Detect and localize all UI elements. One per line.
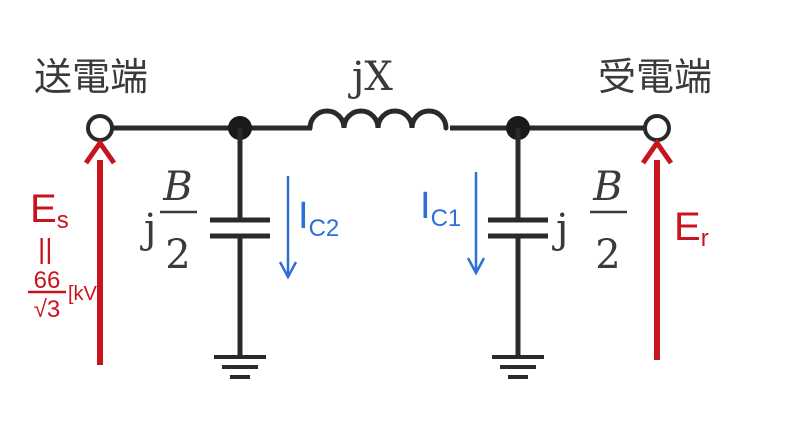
es-value-numerator: 66 [34,267,61,294]
sending-end-label: 送電端 [34,55,148,99]
sending-end-terminal [86,114,114,142]
left-capacitor-j: j [140,206,156,252]
er-label: Er [674,205,709,252]
right-capacitor-denominator: 2 [595,232,620,278]
es-voltage-arrow [83,138,117,365]
ic1-label: IC1 [420,185,461,232]
inductor-coil [307,108,449,131]
ic2-current-arrow [278,176,298,280]
inductor-label: jX [348,54,393,100]
es-label-sub: s [57,207,69,234]
ic2-label-main: I [298,195,309,237]
receiving-end-terminal [643,114,671,142]
es-value-unit: [kV] [68,283,102,305]
left-capacitor-branch [210,128,270,355]
ic1-label-sub: C1 [431,205,462,232]
er-label-sub: r [701,225,709,252]
er-voltage-arrow [640,138,674,360]
left-ground-icon [214,355,266,379]
right-capacitor-numerator: B [592,164,622,210]
receiving-end-label: 受電端 [598,55,712,99]
left-capacitor-numerator: B [162,164,192,210]
left-capacitor-denominator: 2 [165,232,190,278]
ic2-label-sub: C2 [309,215,340,242]
es-value-denominator: √3 [34,296,61,323]
er-label-main: E [674,205,701,249]
right-ground-icon [492,355,544,379]
es-label: Es [30,187,69,234]
es-label-main: E [30,187,57,231]
right-capacitor-branch [488,128,548,355]
right-capacitor-j: j [552,206,568,252]
ic1-current-arrow [466,172,486,276]
inductor-label-text: jX [348,54,393,100]
ic1-label-main: I [420,185,431,227]
es-equals-sign: || [38,233,53,264]
ic2-label: IC2 [298,195,339,242]
